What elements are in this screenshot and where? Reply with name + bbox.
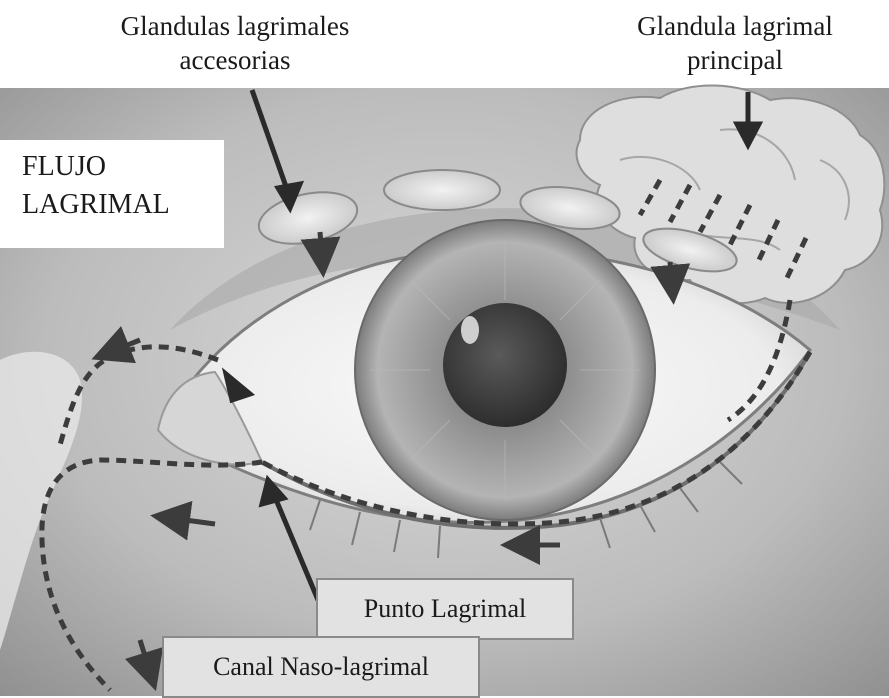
main-gland-label-line2: principal bbox=[585, 44, 885, 78]
pupil-highlight bbox=[461, 316, 479, 344]
tear-flow-title-line1: FLUJO bbox=[22, 148, 224, 186]
accessory-glands-label-line1: Glandulas lagrimales bbox=[70, 10, 400, 44]
pupil bbox=[443, 303, 567, 427]
main-gland-label-line1: Glandula lagrimal bbox=[585, 10, 885, 44]
tear-flow-title: FLUJO LAGRIMAL bbox=[0, 140, 224, 248]
tear-flow-title-line2: LAGRIMAL bbox=[22, 186, 224, 224]
accessory-glands-label: Glandulas lagrimales accesorias bbox=[70, 10, 400, 78]
punctum-label: Punto Lagrimal bbox=[316, 578, 574, 640]
accessory-glands-label-line2: accesorias bbox=[70, 44, 400, 78]
nasolacrimal-duct-label: Canal Naso-lagrimal bbox=[162, 636, 480, 698]
main-gland-label: Glandula lagrimal principal bbox=[585, 10, 885, 78]
